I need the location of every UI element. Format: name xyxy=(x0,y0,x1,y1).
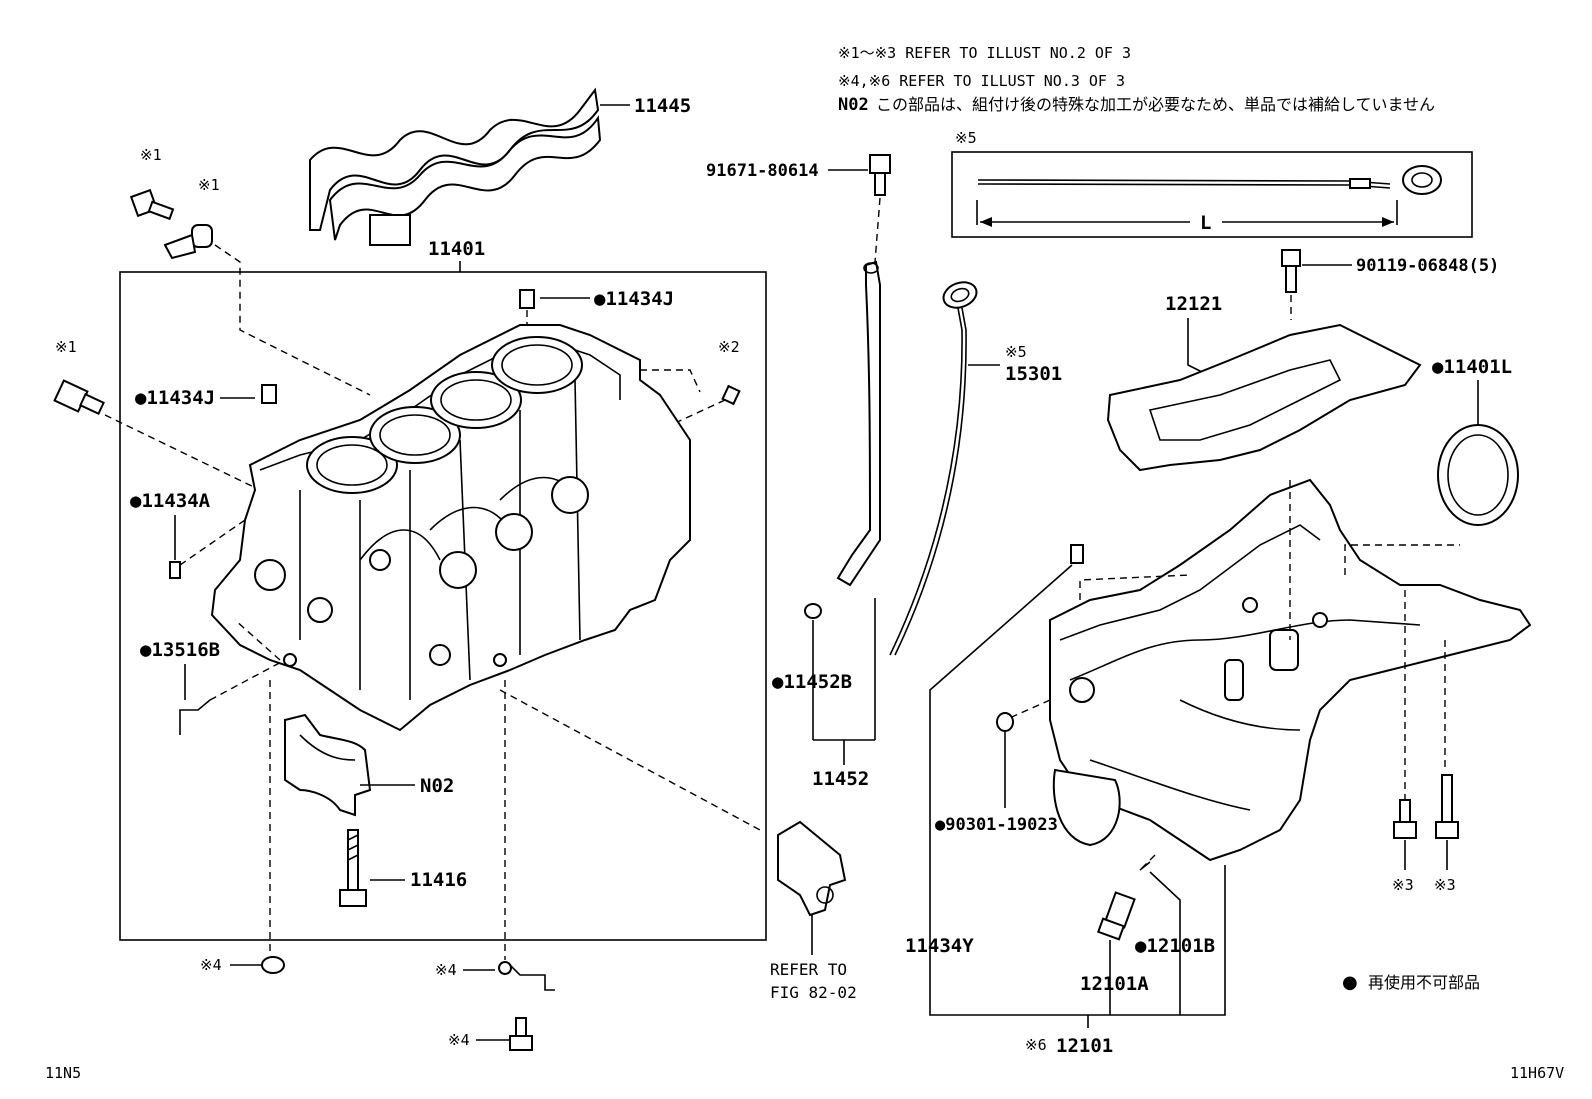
knock-sensor-icon xyxy=(53,379,105,415)
ref-1-b: ※1 xyxy=(198,176,220,194)
ref-6: ※6 xyxy=(1025,1036,1047,1054)
legend-non-reusable: 再使用不可部品 xyxy=(1368,973,1480,992)
ref-1-a: ※1 xyxy=(140,146,162,164)
water-jacket-spacer-icon xyxy=(309,87,602,246)
oil-level-gauge-guide-icon xyxy=(836,260,881,587)
ref-5-a: ※5 xyxy=(1005,343,1027,361)
oil-pan-pin-icon xyxy=(1070,544,1084,564)
drain-plug-icon xyxy=(261,956,285,974)
sensor-bolt-icon xyxy=(129,188,175,221)
label-12101: 12101 xyxy=(1056,1035,1113,1057)
label-15301: 15301 xyxy=(1005,363,1062,385)
baffle-bolt-icon xyxy=(1281,249,1301,293)
label-11452: 11452 xyxy=(812,768,869,790)
oil-pan-icon xyxy=(1049,478,1532,862)
corner-code-right: 11H67V xyxy=(1510,1064,1564,1082)
label-13516B: ●13516B xyxy=(140,639,220,661)
oil-dipstick-icon xyxy=(889,281,978,656)
oil-pan-bolt-long-icon xyxy=(1435,774,1459,839)
pin-icon xyxy=(169,561,181,579)
label-11434J-top: ●11434J xyxy=(594,288,674,310)
stud-icon xyxy=(721,384,741,406)
rear-oil-seal-icon xyxy=(1437,424,1519,526)
label-91671-80614: 91671-80614 xyxy=(706,161,819,181)
label-11434J-left: ●11434J xyxy=(135,387,215,409)
label-12121: 12121 xyxy=(1165,293,1222,315)
label-11416: 11416 xyxy=(410,869,467,891)
ref-1-c: ※1 xyxy=(55,338,77,356)
label-11445: 11445 xyxy=(634,95,691,117)
engine-mount-bracket-icon xyxy=(777,820,847,917)
cylinder-block-icon xyxy=(210,324,691,732)
oil-jet-bolt-icon xyxy=(509,1017,533,1051)
note-refer-illust-2: ※1～※3 REFER TO ILLUST NO.2 OF 3 xyxy=(838,44,1131,62)
oil-pan-o-ring-icon xyxy=(996,712,1014,732)
cylinder-block-group-frame xyxy=(119,271,767,941)
dowel-pin-icon xyxy=(519,289,535,309)
dipstick-detail-icon xyxy=(977,165,1442,195)
note-n02-code: N02 xyxy=(838,95,869,115)
label-12101A: 12101A xyxy=(1080,973,1149,995)
label-11434A: ●11434A xyxy=(130,490,211,512)
bearing-cap-bolt-icon xyxy=(339,829,367,907)
label-12101B: ●12101B xyxy=(1135,935,1215,957)
label-11452B: ●11452B xyxy=(772,671,852,693)
legend-bullet: ● xyxy=(1342,972,1358,993)
label-11401: 11401 xyxy=(428,238,485,260)
ref-4-b: ※4 xyxy=(435,961,457,979)
label-90301-19023: ●90301-19023 xyxy=(935,815,1058,835)
ref-3-b: ※3 xyxy=(1434,876,1456,894)
guide-bolt-icon xyxy=(869,154,891,196)
ref-3-a: ※3 xyxy=(1392,876,1414,894)
corner-code-left: 11N5 xyxy=(45,1064,81,1082)
label-11401L: ●11401L xyxy=(1432,356,1512,378)
note-n02-text: この部品は、組付け後の特殊な加工が必要なため、単品では補給していません xyxy=(876,95,1435,114)
dipstick-length-frame xyxy=(951,151,1473,238)
oil-jet-icon xyxy=(179,699,211,735)
ref-4-a: ※4 xyxy=(200,956,222,974)
label-N02: N02 xyxy=(420,775,454,797)
oil-pan-bolt-short-icon xyxy=(1393,799,1417,839)
label-90119-06848: 90119-06848(5) xyxy=(1356,256,1499,276)
label-refer-fig: FIG 82-02 xyxy=(770,983,857,1002)
dimension-L: L xyxy=(1200,212,1211,234)
label-refer-to: REFER TO xyxy=(770,960,847,979)
bearing-cap-icon xyxy=(284,713,372,817)
sensor-bracket-icon xyxy=(163,224,213,260)
ref-5-b: ※5 xyxy=(955,129,977,147)
note-refer-illust-3: ※4,※6 REFER TO ILLUST NO.3 OF 3 xyxy=(838,72,1125,90)
o-ring-icon xyxy=(804,603,822,619)
dowel-pin-left-icon xyxy=(261,384,277,404)
oil-drain-plug-icon xyxy=(1096,891,1136,941)
label-11434Y: 11434Y xyxy=(905,935,974,957)
ref-2: ※2 xyxy=(718,338,740,356)
oil-pan-baffle-plate-icon xyxy=(1106,323,1422,472)
ref-4-c: ※4 xyxy=(448,1031,470,1049)
